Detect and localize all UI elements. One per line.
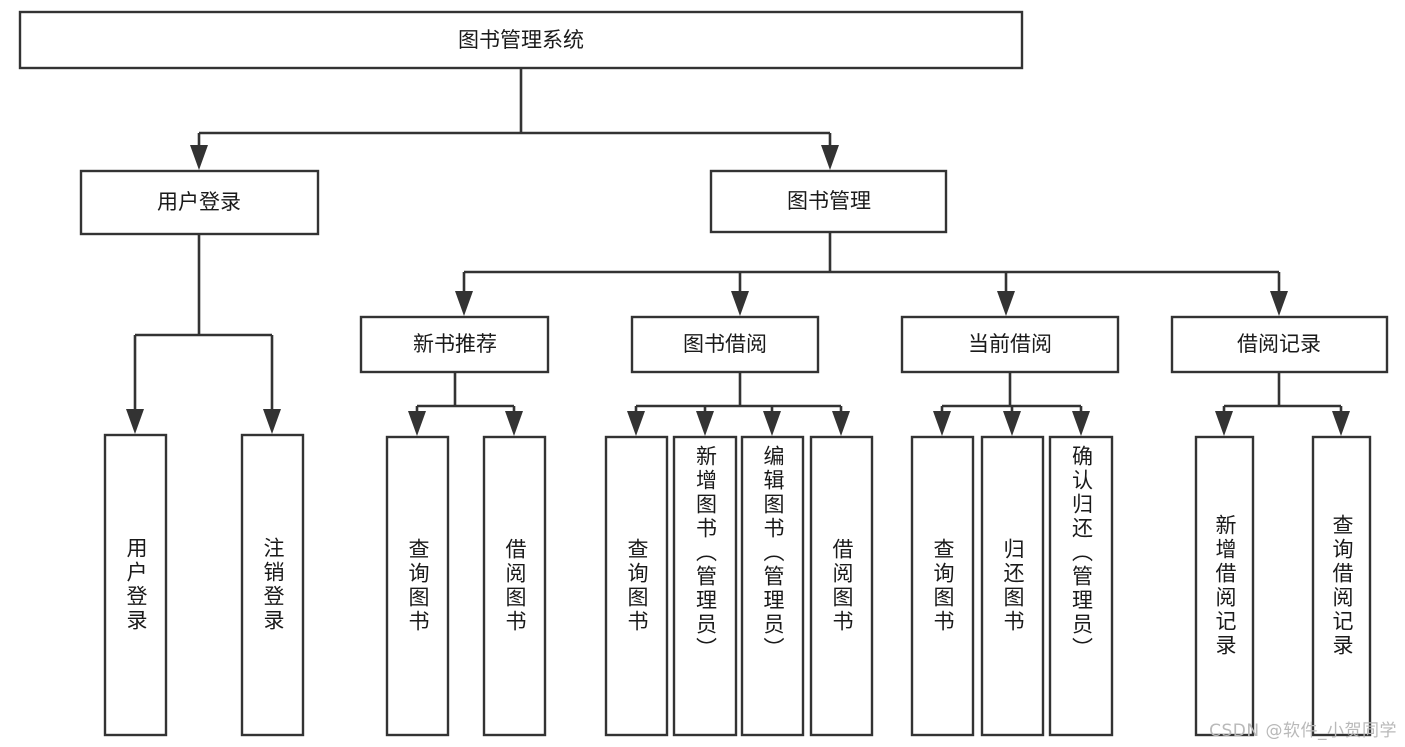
- node-borrow-add-book-text-wrap: 新增图书（管理员）: [693, 445, 718, 661]
- node-current-return-book-box[interactable]: [980, 435, 1045, 737]
- node-book-borrow[interactable]: 图书借阅: [630, 315, 820, 374]
- arrowhead-borrow-borrow-book: [832, 411, 850, 436]
- node-book-management-label: 图书管理: [787, 189, 871, 213]
- node-current-confirm-return[interactable]: 确认归还（管理员）: [1048, 435, 1114, 737]
- node-user-logout-leaf-text-wrap: 注销登录: [261, 537, 285, 633]
- node-borrow-record-label: 借阅记录: [1237, 332, 1321, 356]
- arrowhead-current-confirm-return: [1072, 411, 1090, 436]
- arrowhead-user-login-leaf: [126, 409, 144, 434]
- node-user-login-leaf-label: 用户登录: [124, 537, 148, 633]
- csdn-watermark: CSDN @软件_小贺同学: [1209, 721, 1397, 741]
- node-borrow-borrow-book[interactable]: 借阅图书: [809, 435, 874, 737]
- node-borrow-edit-book-text-wrap: 编辑图书（管理员）: [761, 445, 785, 661]
- node-recommend-borrow-book-box[interactable]: [482, 435, 547, 737]
- node-current-query-book-text-wrap: 查询图书: [931, 538, 955, 634]
- node-borrow-query-book-label: 查询图书: [625, 538, 649, 634]
- node-recommend-query-book-label: 查询图书: [406, 538, 430, 634]
- arrowhead-new-book-recommend: [455, 291, 473, 316]
- node-borrow-edit-book-label: 编辑图书（管理员）: [761, 445, 785, 661]
- node-borrow-add-book[interactable]: 新增图书（管理员）: [672, 435, 738, 737]
- arrowhead-borrow-add-book: [696, 411, 714, 436]
- node-user-logout-leaf-box[interactable]: [240, 433, 305, 737]
- node-root-label: 图书管理系统: [458, 28, 584, 52]
- arrowhead-recommend-query-book: [408, 411, 426, 436]
- node-book-borrow-label: 图书借阅: [683, 332, 767, 356]
- connector-layer: [126, 68, 1350, 436]
- node-current-confirm-return-label: 确认归还（管理员）: [1069, 445, 1094, 661]
- node-book-management-box[interactable]: [709, 169, 948, 234]
- node-new-book-recommend[interactable]: 新书推荐: [359, 315, 550, 374]
- node-user-logout-leaf-label: 注销登录: [261, 537, 285, 633]
- node-recommend-borrow-book[interactable]: 借阅图书: [482, 435, 547, 737]
- node-record-add[interactable]: 新增借阅记录: [1194, 435, 1255, 737]
- arrowhead-borrow-query-book: [627, 411, 645, 436]
- node-borrow-record-box[interactable]: [1170, 315, 1389, 374]
- node-record-add-text-wrap: 新增借阅记录: [1213, 514, 1237, 658]
- node-recommend-query-book[interactable]: 查询图书: [385, 435, 450, 737]
- arrowhead-user-login: [190, 145, 208, 170]
- node-borrow-borrow-book-label: 借阅图书: [830, 538, 854, 634]
- node-borrow-record[interactable]: 借阅记录: [1170, 315, 1389, 374]
- node-recommend-borrow-book-label: 借阅图书: [503, 538, 527, 634]
- arrowhead-current-borrow: [997, 291, 1015, 316]
- arrowhead-current-return-book: [1003, 411, 1021, 436]
- node-current-return-book-label: 归还图书: [1001, 538, 1025, 634]
- node-user-login-leaf-box[interactable]: [103, 433, 168, 737]
- node-borrow-query-book[interactable]: 查询图书: [604, 435, 669, 737]
- node-user-login[interactable]: 用户登录: [79, 169, 320, 236]
- node-user-login-label: 用户登录: [157, 190, 241, 214]
- node-record-query[interactable]: 查询借阅记录: [1311, 435, 1372, 737]
- arrowhead-book-borrow: [731, 291, 749, 316]
- node-borrow-query-book-box[interactable]: [604, 435, 669, 737]
- node-record-add-label: 新增借阅记录: [1213, 514, 1237, 658]
- arrowhead-borrow-record: [1270, 291, 1288, 316]
- node-current-query-book-box[interactable]: [910, 435, 975, 737]
- node-user-login-box[interactable]: [79, 169, 320, 236]
- arrowhead-recommend-borrow-book: [505, 411, 523, 436]
- node-layer: 图书管理系统 用户登录 图书管理 新书推荐 图书借阅: [18, 10, 1389, 737]
- node-record-query-label: 查询借阅记录: [1330, 514, 1354, 658]
- node-borrow-edit-book-box[interactable]: [740, 435, 805, 737]
- node-borrow-add-book-box[interactable]: [672, 435, 738, 737]
- node-current-return-book-text-wrap: 归还图书: [1001, 538, 1025, 634]
- node-root-box[interactable]: [18, 10, 1024, 70]
- node-borrow-borrow-book-box[interactable]: [809, 435, 874, 737]
- node-current-confirm-return-text-wrap: 确认归还（管理员）: [1069, 445, 1094, 661]
- node-book-borrow-box[interactable]: [630, 315, 820, 374]
- node-record-query-text-wrap: 查询借阅记录: [1330, 514, 1354, 658]
- node-current-query-book[interactable]: 查询图书: [910, 435, 975, 737]
- node-root[interactable]: 图书管理系统: [18, 10, 1024, 70]
- node-user-logout-leaf[interactable]: 注销登录: [240, 433, 305, 737]
- arrowhead-record-add: [1215, 411, 1233, 436]
- arrowhead-book-management: [821, 145, 839, 170]
- arrowhead-record-query: [1332, 411, 1350, 436]
- arrowhead-current-query-book: [933, 411, 951, 436]
- node-current-borrow[interactable]: 当前借阅: [900, 315, 1120, 374]
- node-borrow-query-book-text-wrap: 查询图书: [625, 538, 649, 634]
- node-current-borrow-box[interactable]: [900, 315, 1120, 374]
- node-user-login-leaf[interactable]: 用户登录: [103, 433, 168, 737]
- node-recommend-query-book-text-wrap: 查询图书: [406, 538, 430, 634]
- node-borrow-add-book-label: 新增图书（管理员）: [693, 445, 718, 661]
- node-new-book-recommend-label: 新书推荐: [413, 332, 497, 356]
- node-borrow-borrow-book-text-wrap: 借阅图书: [830, 538, 854, 634]
- node-borrow-edit-book[interactable]: 编辑图书（管理员）: [740, 435, 805, 737]
- node-user-login-leaf-text-wrap: 用户登录: [124, 537, 148, 633]
- node-current-confirm-return-box[interactable]: [1048, 435, 1114, 737]
- node-recommend-borrow-book-text-wrap: 借阅图书: [503, 538, 527, 634]
- arrowhead-user-logout-leaf: [263, 409, 281, 434]
- node-book-management[interactable]: 图书管理: [709, 169, 948, 234]
- node-record-query-box[interactable]: [1311, 435, 1372, 737]
- node-current-borrow-label: 当前借阅: [968, 332, 1052, 356]
- node-new-book-recommend-box[interactable]: [359, 315, 550, 374]
- node-record-add-box[interactable]: [1194, 435, 1255, 737]
- arrowhead-borrow-edit-book: [763, 411, 781, 436]
- node-current-return-book[interactable]: 归还图书: [980, 435, 1045, 737]
- node-recommend-query-book-box[interactable]: [385, 435, 450, 737]
- node-current-query-book-label: 查询图书: [931, 538, 955, 634]
